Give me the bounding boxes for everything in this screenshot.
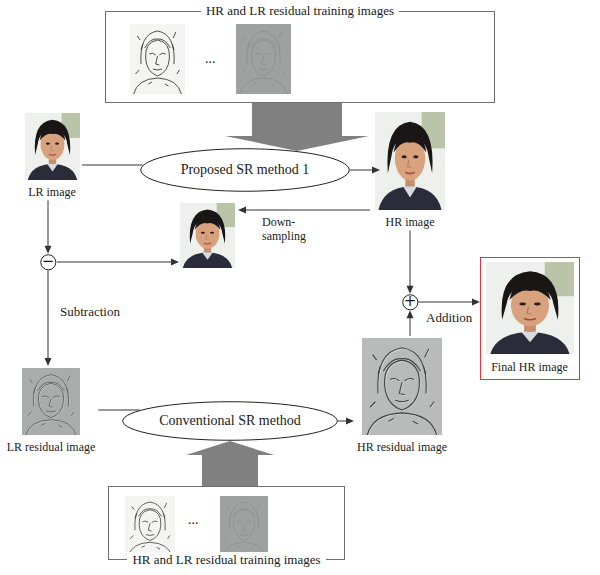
operator-circle: − (40, 254, 57, 271)
connector-arrow (418, 299, 480, 306)
bracket-title: HR and LR residual training images (201, 3, 399, 19)
ellipse-outline (123, 402, 338, 441)
method-label: Proposed SR method 1 (181, 162, 310, 179)
image-caption: HR residual image (357, 440, 447, 454)
connector-arrow (407, 230, 414, 293)
connector-line (48, 270, 49, 359)
circle-outline (402, 294, 417, 309)
image-figure: HR image (380, 110, 440, 230)
method-ellipse: Conventional SR method (122, 401, 338, 441)
connector-arrow (98, 410, 139, 411)
method-label: Conventional SR method (159, 413, 301, 430)
image-caption: Final HR image (491, 360, 568, 374)
image-caption: LR residual image (7, 440, 96, 454)
training-thumbnail (236, 24, 291, 94)
block-arrow (186, 441, 274, 486)
block-arrow-shape (225, 103, 369, 151)
lr-residual-picture (22, 368, 80, 436)
arrow-head (472, 299, 480, 306)
connector-line (48, 200, 49, 246)
arrow-head (45, 246, 52, 254)
arrow-head (171, 259, 179, 266)
training-set-bracket: ... HR and LR residual training images (108, 486, 345, 568)
connector-arrow (407, 310, 414, 336)
connector-line (350, 170, 373, 171)
connector-line (338, 421, 347, 422)
image-figure: LR residual image (4, 366, 99, 455)
connector-line (82, 165, 143, 166)
connector-line (418, 302, 473, 303)
annotation-label: Down-sampling (262, 216, 314, 244)
connector-line (410, 230, 411, 286)
training-thumbnail (130, 24, 185, 94)
arrow-head (372, 167, 380, 174)
arrow-head (346, 418, 354, 425)
lr-photo (25, 113, 80, 180)
training-set-bracket: HR and LR residual training images... (105, 3, 495, 103)
image-caption: LR image (28, 185, 76, 199)
subtraction-input-arrow (57, 262, 171, 263)
arrow-head (45, 358, 52, 366)
connector-arrow (45, 270, 52, 366)
bracket-outline (108, 486, 345, 560)
block-arrow (225, 103, 369, 151)
training-thumbnail (125, 496, 175, 556)
training-thumbnail (220, 496, 268, 556)
connector-line (410, 317, 411, 336)
image-figure: LR image (22, 112, 82, 200)
operator-symbol: + (404, 294, 417, 309)
bracket-outline (105, 11, 495, 103)
bracket-title: HR and LR residual training images (127, 552, 325, 568)
connector-arrow (82, 165, 143, 166)
ellipsis: ... (205, 51, 216, 68)
final-hr-photo (486, 262, 574, 354)
connector-arrow (350, 167, 380, 174)
ellipse-outline (141, 149, 350, 192)
edge-label: Addition (426, 310, 472, 326)
connector-arrow (338, 418, 354, 425)
arrow-head (407, 286, 414, 294)
downsampled-photo (180, 203, 235, 268)
block-arrow-shape (186, 441, 274, 486)
downsampling-arrow (246, 210, 370, 211)
image-figure: Final HR image (480, 257, 580, 380)
hr-photo (375, 112, 445, 210)
connector-arrow (45, 200, 52, 253)
operator-symbol: − (42, 254, 55, 269)
operator-circle: + (402, 294, 419, 311)
hr-residual-picture (362, 338, 442, 436)
ellipsis: ... (188, 512, 199, 529)
arrow-head (238, 207, 246, 214)
circle-outline (40, 254, 55, 269)
image-caption: HR image (386, 215, 435, 229)
method-ellipse: Proposed SR method 1 (140, 148, 350, 192)
connector-line (98, 410, 139, 411)
arrow-head (407, 310, 414, 318)
edge-label: Subtraction (60, 304, 120, 320)
image-figure: HR residual image (354, 336, 450, 455)
